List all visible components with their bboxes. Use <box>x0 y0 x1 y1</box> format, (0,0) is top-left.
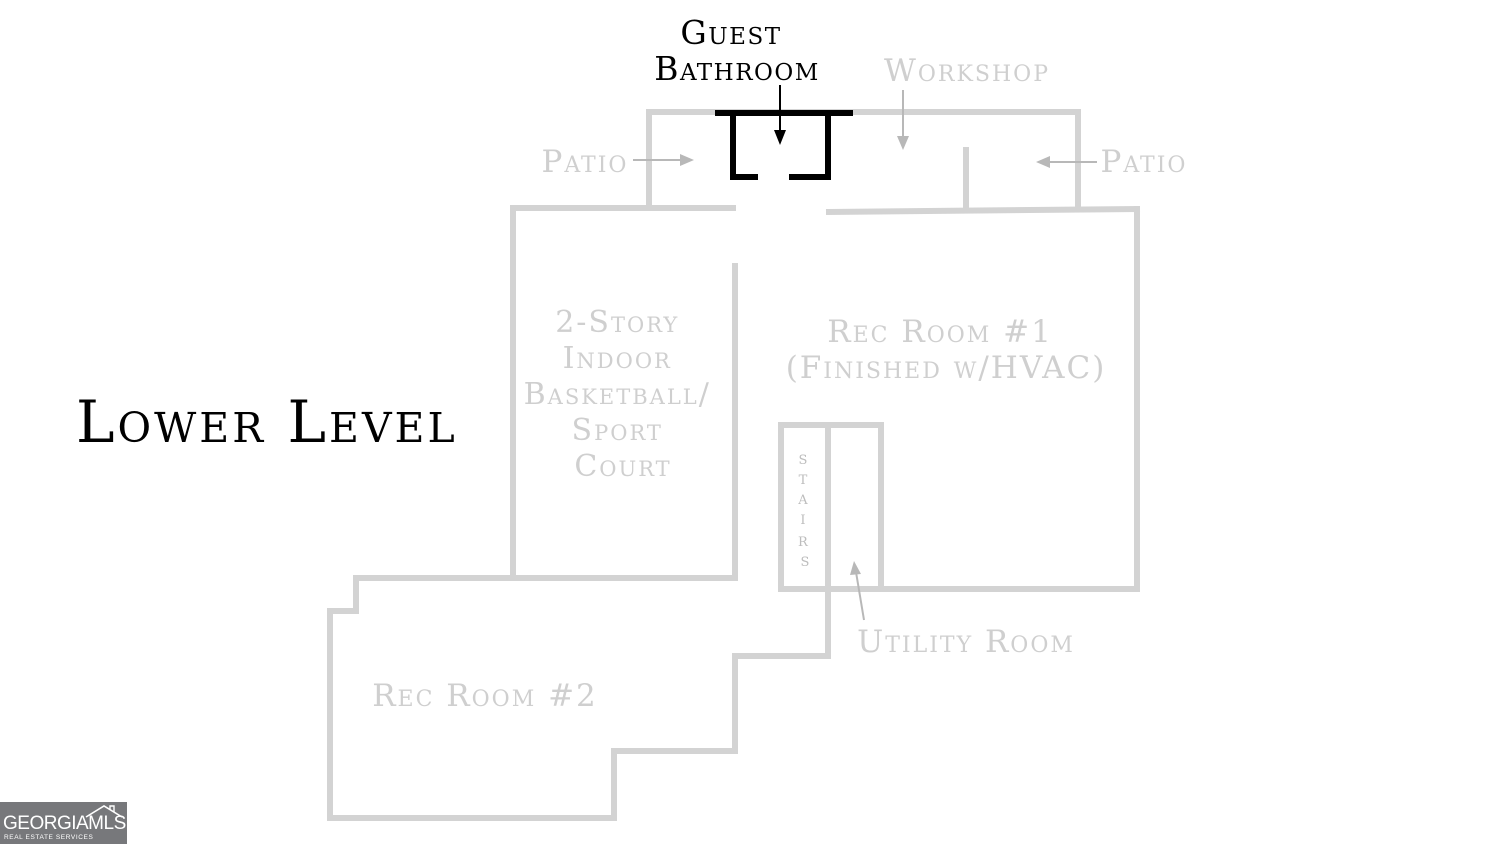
label-rec-room-1: Rec Room #1 (Finished w/HVAC) <box>786 314 1107 386</box>
arrow-workshop <box>897 90 909 150</box>
logo-name: GEORGIAMLS <box>3 813 126 834</box>
room-labels: Guest Bathroom Workshop Patio Patio 2-St… <box>372 13 1188 714</box>
logo-tagline: REAL ESTATE SERVICES <box>4 834 94 841</box>
wall-top-wing <box>646 109 1081 211</box>
wall-rec-room-1 <box>878 206 1140 592</box>
level-title: Lower Level <box>76 388 458 456</box>
label-patio-left: Patio <box>542 144 629 180</box>
arrow-patio-left <box>633 154 694 166</box>
guest-bathroom-walls <box>715 110 853 180</box>
label-patio-right: Patio <box>1101 144 1188 180</box>
wall-bathroom-left <box>730 112 758 180</box>
house-roof-icon <box>85 805 123 818</box>
label-guest-bathroom: Guest Bathroom <box>654 13 820 88</box>
label-workshop: Workshop <box>884 53 1050 89</box>
label-rec-room-2: Rec Room #2 <box>372 678 598 714</box>
arrow-patio-right <box>1036 156 1097 168</box>
wall-bathroom-right <box>789 112 831 180</box>
label-utility-room: Utility Room <box>857 624 1075 660</box>
wall-rec-room-2 <box>327 575 831 821</box>
wall-corridor-right <box>825 205 1141 216</box>
label-stairs: S T A I R S <box>797 453 812 570</box>
floor-plan-walls <box>327 109 1141 821</box>
georgia-mls-logo: GEORGIAMLS REAL ESTATE SERVICES <box>0 802 127 844</box>
floor-plan-arrows <box>633 85 1097 621</box>
arrow-guest-bathroom <box>774 85 786 145</box>
label-sport-court: 2-Story Indoor Basketball/ Sport Court <box>524 305 723 484</box>
arrow-utility-room <box>850 561 865 621</box>
